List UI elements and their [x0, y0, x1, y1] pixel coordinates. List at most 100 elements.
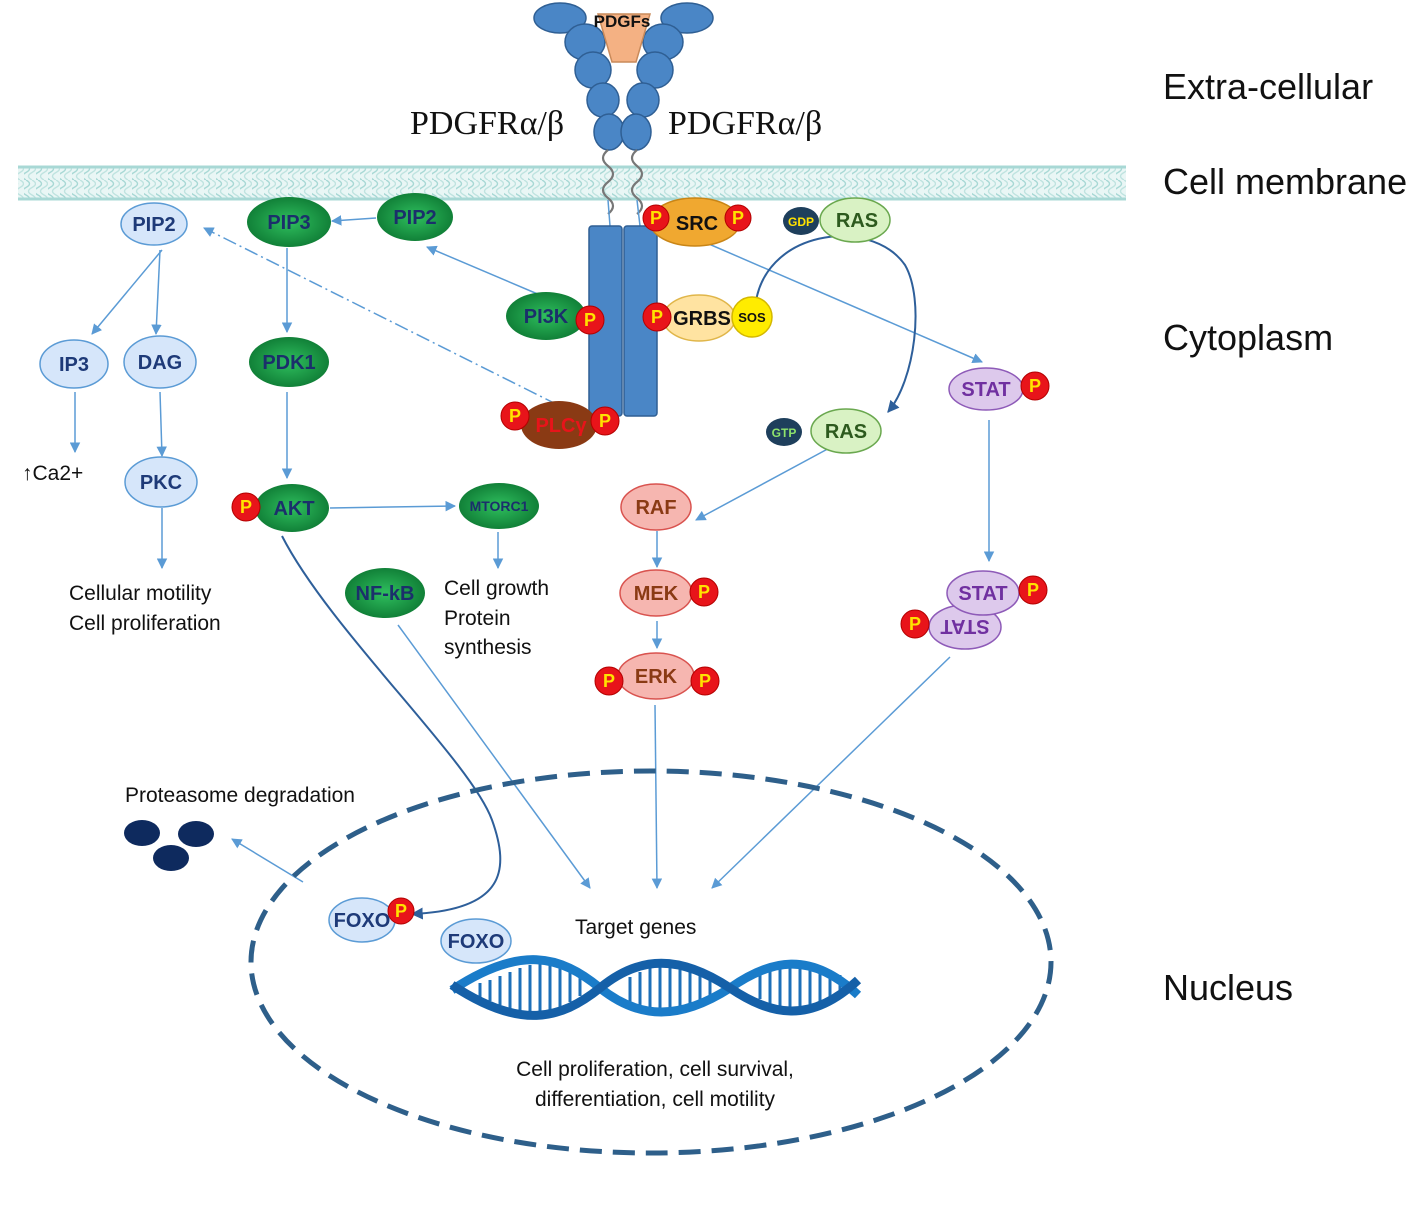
phospho-icon: P	[724, 204, 752, 232]
phospho-icon: P	[590, 406, 620, 436]
ras-activation-arrow	[754, 235, 917, 413]
node-raf: RAF	[620, 483, 692, 531]
phospho-icon: P	[575, 305, 605, 335]
node-pip3: PIP3	[247, 197, 331, 247]
phospho-icon: P	[689, 577, 719, 607]
svg-text:SOS: SOS	[738, 310, 766, 325]
growth-note-line1: Cell growth	[444, 577, 549, 600]
svg-text:RAF: RAF	[635, 497, 676, 519]
node-akt: AKT	[255, 484, 329, 532]
dna-helix-icon	[449, 955, 862, 1020]
calcium-note: ↑Ca2+	[22, 462, 83, 485]
svg-text:PIP2: PIP2	[132, 214, 175, 236]
svg-text:FOXO: FOXO	[334, 910, 391, 932]
svg-text:PIP3: PIP3	[267, 212, 310, 234]
phospho-icon: P	[642, 204, 670, 232]
svg-text:STAT: STAT	[940, 615, 989, 637]
svg-text:DAG: DAG	[138, 352, 182, 374]
node-pip2-membrane: PIP2	[120, 202, 188, 246]
node-dag: DAG	[123, 335, 197, 389]
svg-text:STAT: STAT	[958, 583, 1007, 605]
svg-text:GRBS: GRBS	[673, 308, 731, 330]
svg-text:P: P	[699, 671, 711, 691]
phospho-icon: P	[642, 302, 672, 332]
phospho-badges: P P P P P P P P P P P P P P	[231, 204, 1050, 925]
outcome-line1: Cell proliferation, cell survival,	[516, 1058, 794, 1081]
proteasome-note: Proteasome degradation	[125, 784, 355, 807]
svg-text:P: P	[603, 671, 615, 691]
node-grbs: GRBS	[662, 294, 736, 342]
phospho-icon: P	[1018, 575, 1048, 605]
pdgfs-ligand: PDGFs	[594, 12, 651, 63]
growth-note-line2: Protein	[444, 607, 511, 630]
node-ip3: IP3	[39, 339, 109, 389]
svg-text:GTP: GTP	[772, 426, 797, 440]
phospho-icon: P	[500, 401, 530, 431]
node-pdk1: PDK1	[249, 337, 329, 387]
svg-text:P: P	[599, 411, 611, 431]
node-stat-dimer: STAT	[946, 570, 1020, 616]
svg-text:P: P	[698, 582, 710, 602]
phospho-icon: P	[900, 609, 930, 639]
zone-nucleus: Nucleus	[1163, 967, 1293, 1008]
svg-text:PDK1: PDK1	[262, 352, 315, 374]
pdgfs-label: PDGFs	[594, 12, 651, 31]
svg-text:RAS: RAS	[825, 421, 867, 443]
zone-cytoplasm: Cytoplasm	[1163, 317, 1333, 358]
svg-text:RAS: RAS	[836, 210, 878, 232]
svg-text:STAT: STAT	[961, 379, 1010, 401]
receptor-intracellular-domain	[588, 225, 658, 417]
motility-note-line1: Cellular motility	[69, 582, 212, 605]
receptor-label-right: PDGFRα/β	[668, 105, 822, 142]
proteasome-icon	[124, 820, 214, 871]
node-foxo-phospho: FOXO	[328, 897, 396, 943]
node-nfkb: NF-kB	[345, 568, 425, 618]
node-pi3k: PI3K	[506, 292, 586, 340]
target-genes-label: Target genes	[575, 916, 696, 939]
node-mtorc1: MTORC1	[459, 483, 539, 529]
node-ras-gdp: RAS	[819, 197, 891, 243]
phospho-icon: P	[1020, 371, 1050, 401]
svg-text:NF-kB: NF-kB	[356, 583, 415, 605]
node-stat: STAT	[948, 367, 1024, 411]
phospho-icon: P	[594, 666, 624, 696]
phospho-icon: P	[387, 897, 415, 925]
svg-text:P: P	[732, 208, 744, 228]
node-mek: MEK	[619, 569, 693, 617]
svg-text:MTORC1: MTORC1	[470, 498, 529, 514]
svg-text:GDP: GDP	[788, 215, 814, 229]
nucleus	[248, 768, 1054, 1156]
transmembrane-helix	[601, 149, 644, 215]
node-foxo: FOXO	[440, 918, 512, 964]
svg-text:P: P	[1029, 376, 1041, 396]
cell-membrane	[18, 165, 1126, 201]
svg-text:P: P	[509, 406, 521, 426]
node-sos: SOS	[731, 296, 773, 338]
svg-text:P: P	[651, 307, 663, 327]
svg-text:PIP2: PIP2	[393, 207, 436, 229]
node-gtp: GTP	[766, 418, 802, 446]
svg-text:PLCγ: PLCγ	[535, 415, 587, 437]
svg-text:IP3: IP3	[59, 354, 89, 376]
svg-text:PI3K: PI3K	[524, 306, 569, 328]
receptor-label-left: PDGFRα/β	[410, 105, 564, 142]
node-gdp: GDP	[783, 207, 819, 235]
pdgf-receptor-dimer	[533, 2, 714, 151]
node-pkc: PKC	[124, 456, 198, 508]
node-pip2-green: PIP2	[377, 193, 453, 241]
phospho-icon: P	[231, 492, 261, 522]
motility-note-line2: Cell proliferation	[69, 612, 221, 635]
pathway-arrows	[69, 215, 995, 890]
svg-text:AKT: AKT	[273, 498, 314, 520]
svg-text:P: P	[584, 310, 596, 330]
svg-text:P: P	[650, 208, 662, 228]
svg-text:SRC: SRC	[676, 213, 718, 235]
svg-text:P: P	[1027, 580, 1039, 600]
node-ras-gtp: RAS	[810, 408, 882, 454]
zone-extracellular: Extra-cellular	[1163, 66, 1373, 107]
svg-text:ERK: ERK	[635, 666, 678, 688]
outcome-line2: differentiation, cell motility	[535, 1088, 776, 1111]
svg-text:P: P	[240, 497, 252, 517]
svg-text:PKC: PKC	[140, 472, 182, 494]
